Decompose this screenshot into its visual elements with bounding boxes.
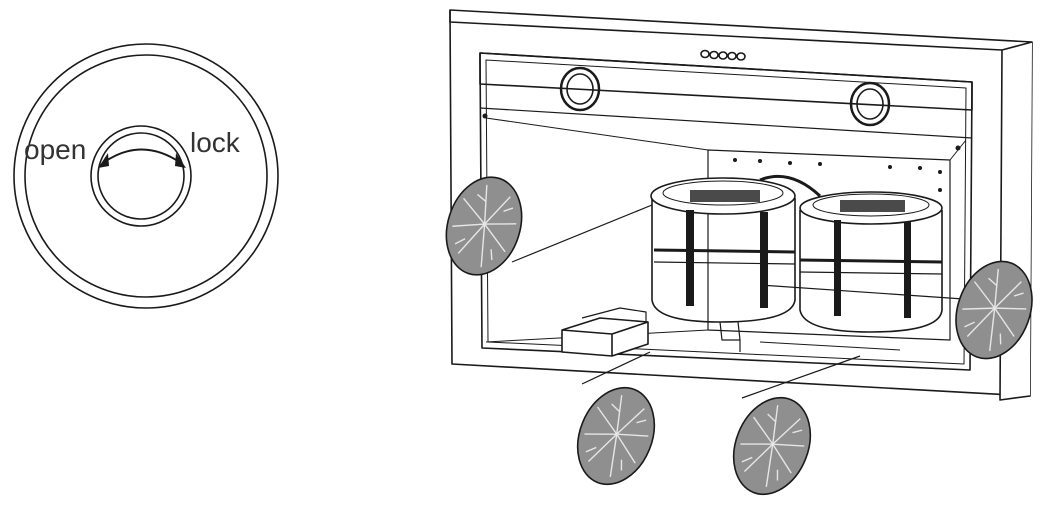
hood-light-left [559,66,601,112]
grease-filter-bottom-right [719,385,825,507]
dial-outer-ring [13,43,279,309]
interior-back-wall [707,149,951,341]
control-button-icon [709,50,719,60]
open-label: open [24,134,86,165]
dial-knob-inner [97,132,185,220]
hood-light-right [849,81,891,127]
control-panel [479,52,973,111]
grease-filter-bottom-left [563,375,669,497]
junction-box [561,307,649,357]
control-buttons [700,49,746,61]
control-button-icon [700,49,710,59]
rotation-arrow-icon [98,148,186,168]
control-button-icon [718,51,728,60]
leader-lines [511,204,979,399]
dial-knob-outer [90,125,192,227]
lock-dial: open lock [13,43,279,309]
hood-top-depth [449,10,1003,51]
control-button-icon [736,52,746,61]
motor-connector [759,174,822,198]
back-wall-screws [482,113,961,192]
range-hood [449,9,1033,401]
lock-label: lock [190,127,241,158]
blower-motor-right [799,191,943,333]
dial-inner-ring [24,54,268,298]
control-button-icon [727,51,737,61]
blower-motor-left [650,177,796,341]
